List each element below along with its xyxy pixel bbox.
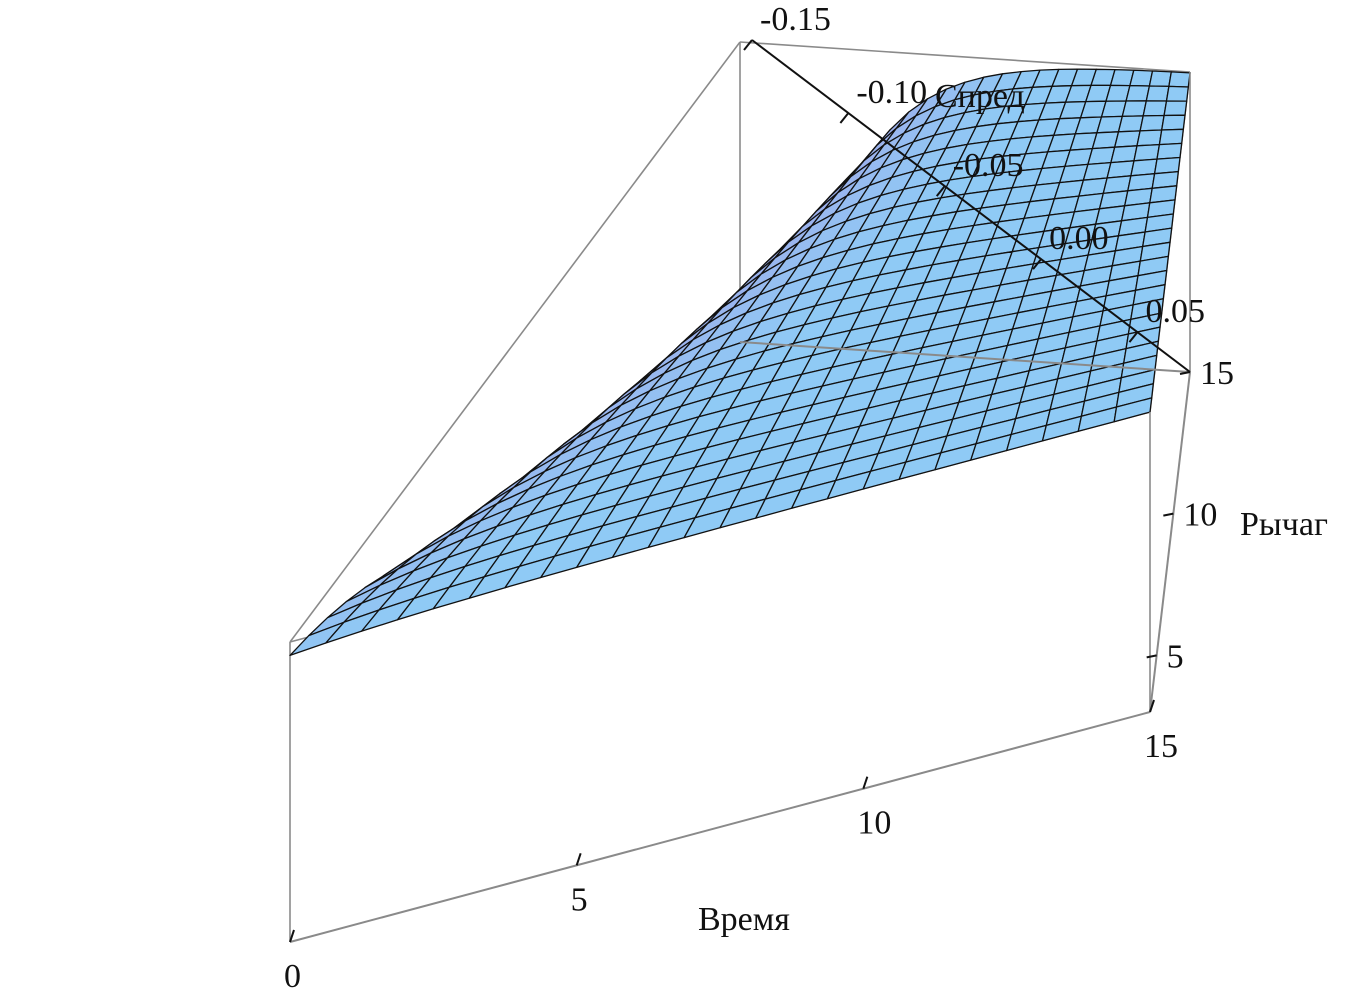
surface-patch (1114, 130, 1141, 148)
surface-patch (1163, 100, 1188, 117)
x-tick-label: 0 (284, 958, 301, 995)
z-tick-label: -0.05 (953, 147, 1024, 184)
surface-patch (1158, 128, 1184, 146)
z-tick-mark (839, 112, 850, 124)
surface-patch (1145, 85, 1170, 102)
surface-patch (1168, 71, 1191, 88)
surface-patch (1129, 69, 1154, 87)
surface-patch (1117, 115, 1144, 133)
x-tick-mark (289, 929, 295, 943)
surface-patch (1113, 397, 1153, 423)
box-edge (289, 711, 1151, 943)
z-axis-line (751, 39, 1191, 373)
x-tick-mark (862, 776, 869, 789)
z-tick-label: 0.00 (1049, 220, 1109, 257)
surface-patch (1139, 114, 1165, 132)
surface-patch (1148, 70, 1172, 88)
surface-patch (1156, 142, 1183, 160)
box-edge (739, 341, 1191, 373)
y-tick-label: 10 (1183, 497, 1217, 534)
z-tick-label: -0.10 (856, 74, 927, 111)
z-tick-mark (1128, 331, 1139, 343)
axes: 0 5 10 15 5 10 15 -0.15 -0.10 -0.05 0.00 0.05 (284, 1, 1234, 995)
z-tick-mark (743, 39, 753, 51)
y-tick-label: 5 (1167, 638, 1184, 675)
x-axis-label: Время (698, 901, 790, 938)
x-tick-label: 10 (857, 805, 891, 842)
y-tick-label: 15 (1200, 355, 1234, 392)
surface-patch (1136, 129, 1163, 147)
z-tick-label: -0.15 (760, 1, 831, 38)
x-tick-label: 15 (1144, 728, 1178, 765)
x-tick-mark (1149, 699, 1155, 713)
surface-patch (1121, 100, 1147, 118)
z-tick-label: 0.05 (1145, 293, 1205, 330)
y-tick-mark (1146, 654, 1157, 659)
y-tick-mark (1179, 371, 1191, 375)
surface-patch (1142, 100, 1168, 117)
z-axis-label: Спред (935, 78, 1025, 115)
surface-mesh (289, 68, 1191, 657)
surface-patch (1110, 145, 1138, 164)
surface-patch (1125, 84, 1151, 102)
box-edge (289, 41, 741, 643)
x-tick-mark (575, 853, 582, 866)
x-tick-label: 5 (571, 881, 588, 918)
y-axis-label: Рычаг (1240, 506, 1328, 543)
surface-patch (1165, 85, 1189, 102)
surface-patch (1161, 114, 1186, 131)
surface-patch (1133, 143, 1161, 162)
axis-labels: Время Рычаг Спред (698, 78, 1328, 938)
z-tick-mark (1032, 258, 1042, 270)
z-tick-mark (935, 185, 946, 197)
box-edge (739, 41, 1191, 73)
bounding-box-front (289, 72, 1191, 943)
y-tick-mark (1163, 512, 1174, 517)
